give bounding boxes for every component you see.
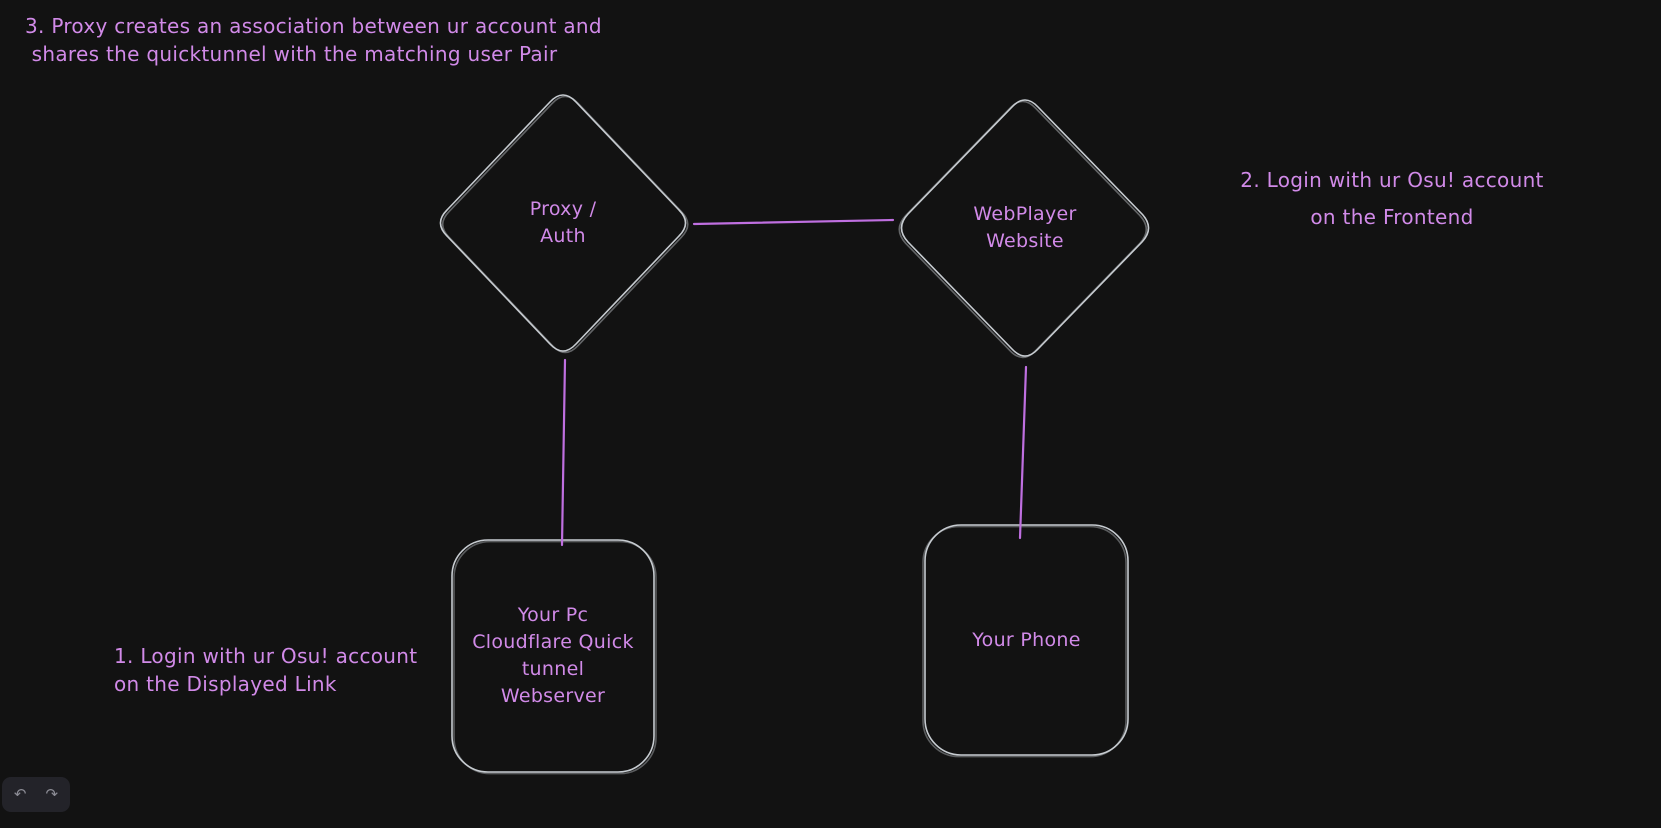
undo-icon: ↶ <box>13 785 27 803</box>
annotation-step-1[interactable]: 1. Login with ur Osu! account on the Dis… <box>114 644 418 696</box>
connector-proxy-webplayer[interactable] <box>692 218 895 226</box>
undo-redo-toolbar: ↶ ↷ <box>2 777 70 812</box>
redo-icon: ↷ <box>45 785 59 803</box>
annotation-step-3[interactable]: 3. Proxy creates an association between … <box>25 14 602 66</box>
connector-webplayer-phone[interactable] <box>1018 365 1028 540</box>
diamond-proxy-auth[interactable] <box>439 94 689 354</box>
diamond-webplayer-website[interactable] <box>898 99 1150 359</box>
rectangle-pc-tunnel[interactable] <box>451 539 657 775</box>
connector-proxy-pc[interactable] <box>560 358 567 547</box>
rectangle-phone[interactable] <box>922 524 1129 758</box>
undo-button[interactable]: ↶ <box>11 785 30 804</box>
redo-button[interactable]: ↷ <box>43 785 62 804</box>
annotation-step-2[interactable]: 2. Login with ur Osu! account on the Fro… <box>1240 168 1544 229</box>
